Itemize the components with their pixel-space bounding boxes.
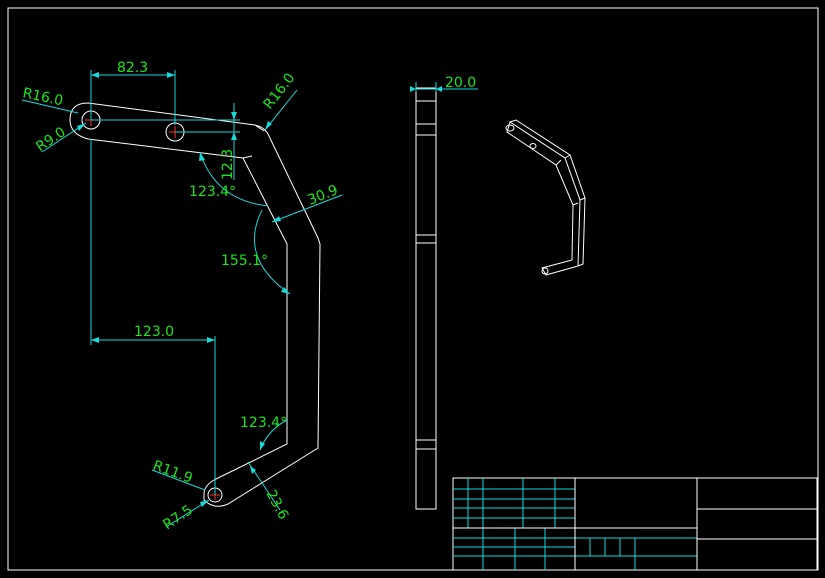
dim-hole-radius-bottom: R7.5 [160,502,195,533]
bracket-outline [69,102,321,507]
title-block [452,477,818,571]
dim-angle-upper: 123.4° [189,184,236,200]
dim-vertical-offset: 12.3 [220,149,236,180]
dimension-lines [21,70,343,528]
side-view [410,82,478,510]
dim-arm-width: 30.9 [306,182,341,209]
dim-angle-lower: 123.4° [240,415,287,431]
dim-corner-radius-top: R16.0 [261,70,299,112]
isometric-view [505,119,586,276]
dim-thickness: 20.0 [445,75,476,91]
dim-horizontal-span: 123.0 [134,324,174,340]
sheet-border [7,7,819,571]
dim-top-spacing: 82.3 [117,60,148,76]
dim-outer-radius-bottom: R11.9 [151,458,195,487]
dim-angle-middle: 155.1° [221,253,268,269]
front-view [69,102,321,507]
dim-hole-radius-left: R9.0 [33,124,68,155]
dim-outer-radius-left: R16.0 [21,85,64,109]
dim-bottom-width: 23.6 [262,487,291,522]
